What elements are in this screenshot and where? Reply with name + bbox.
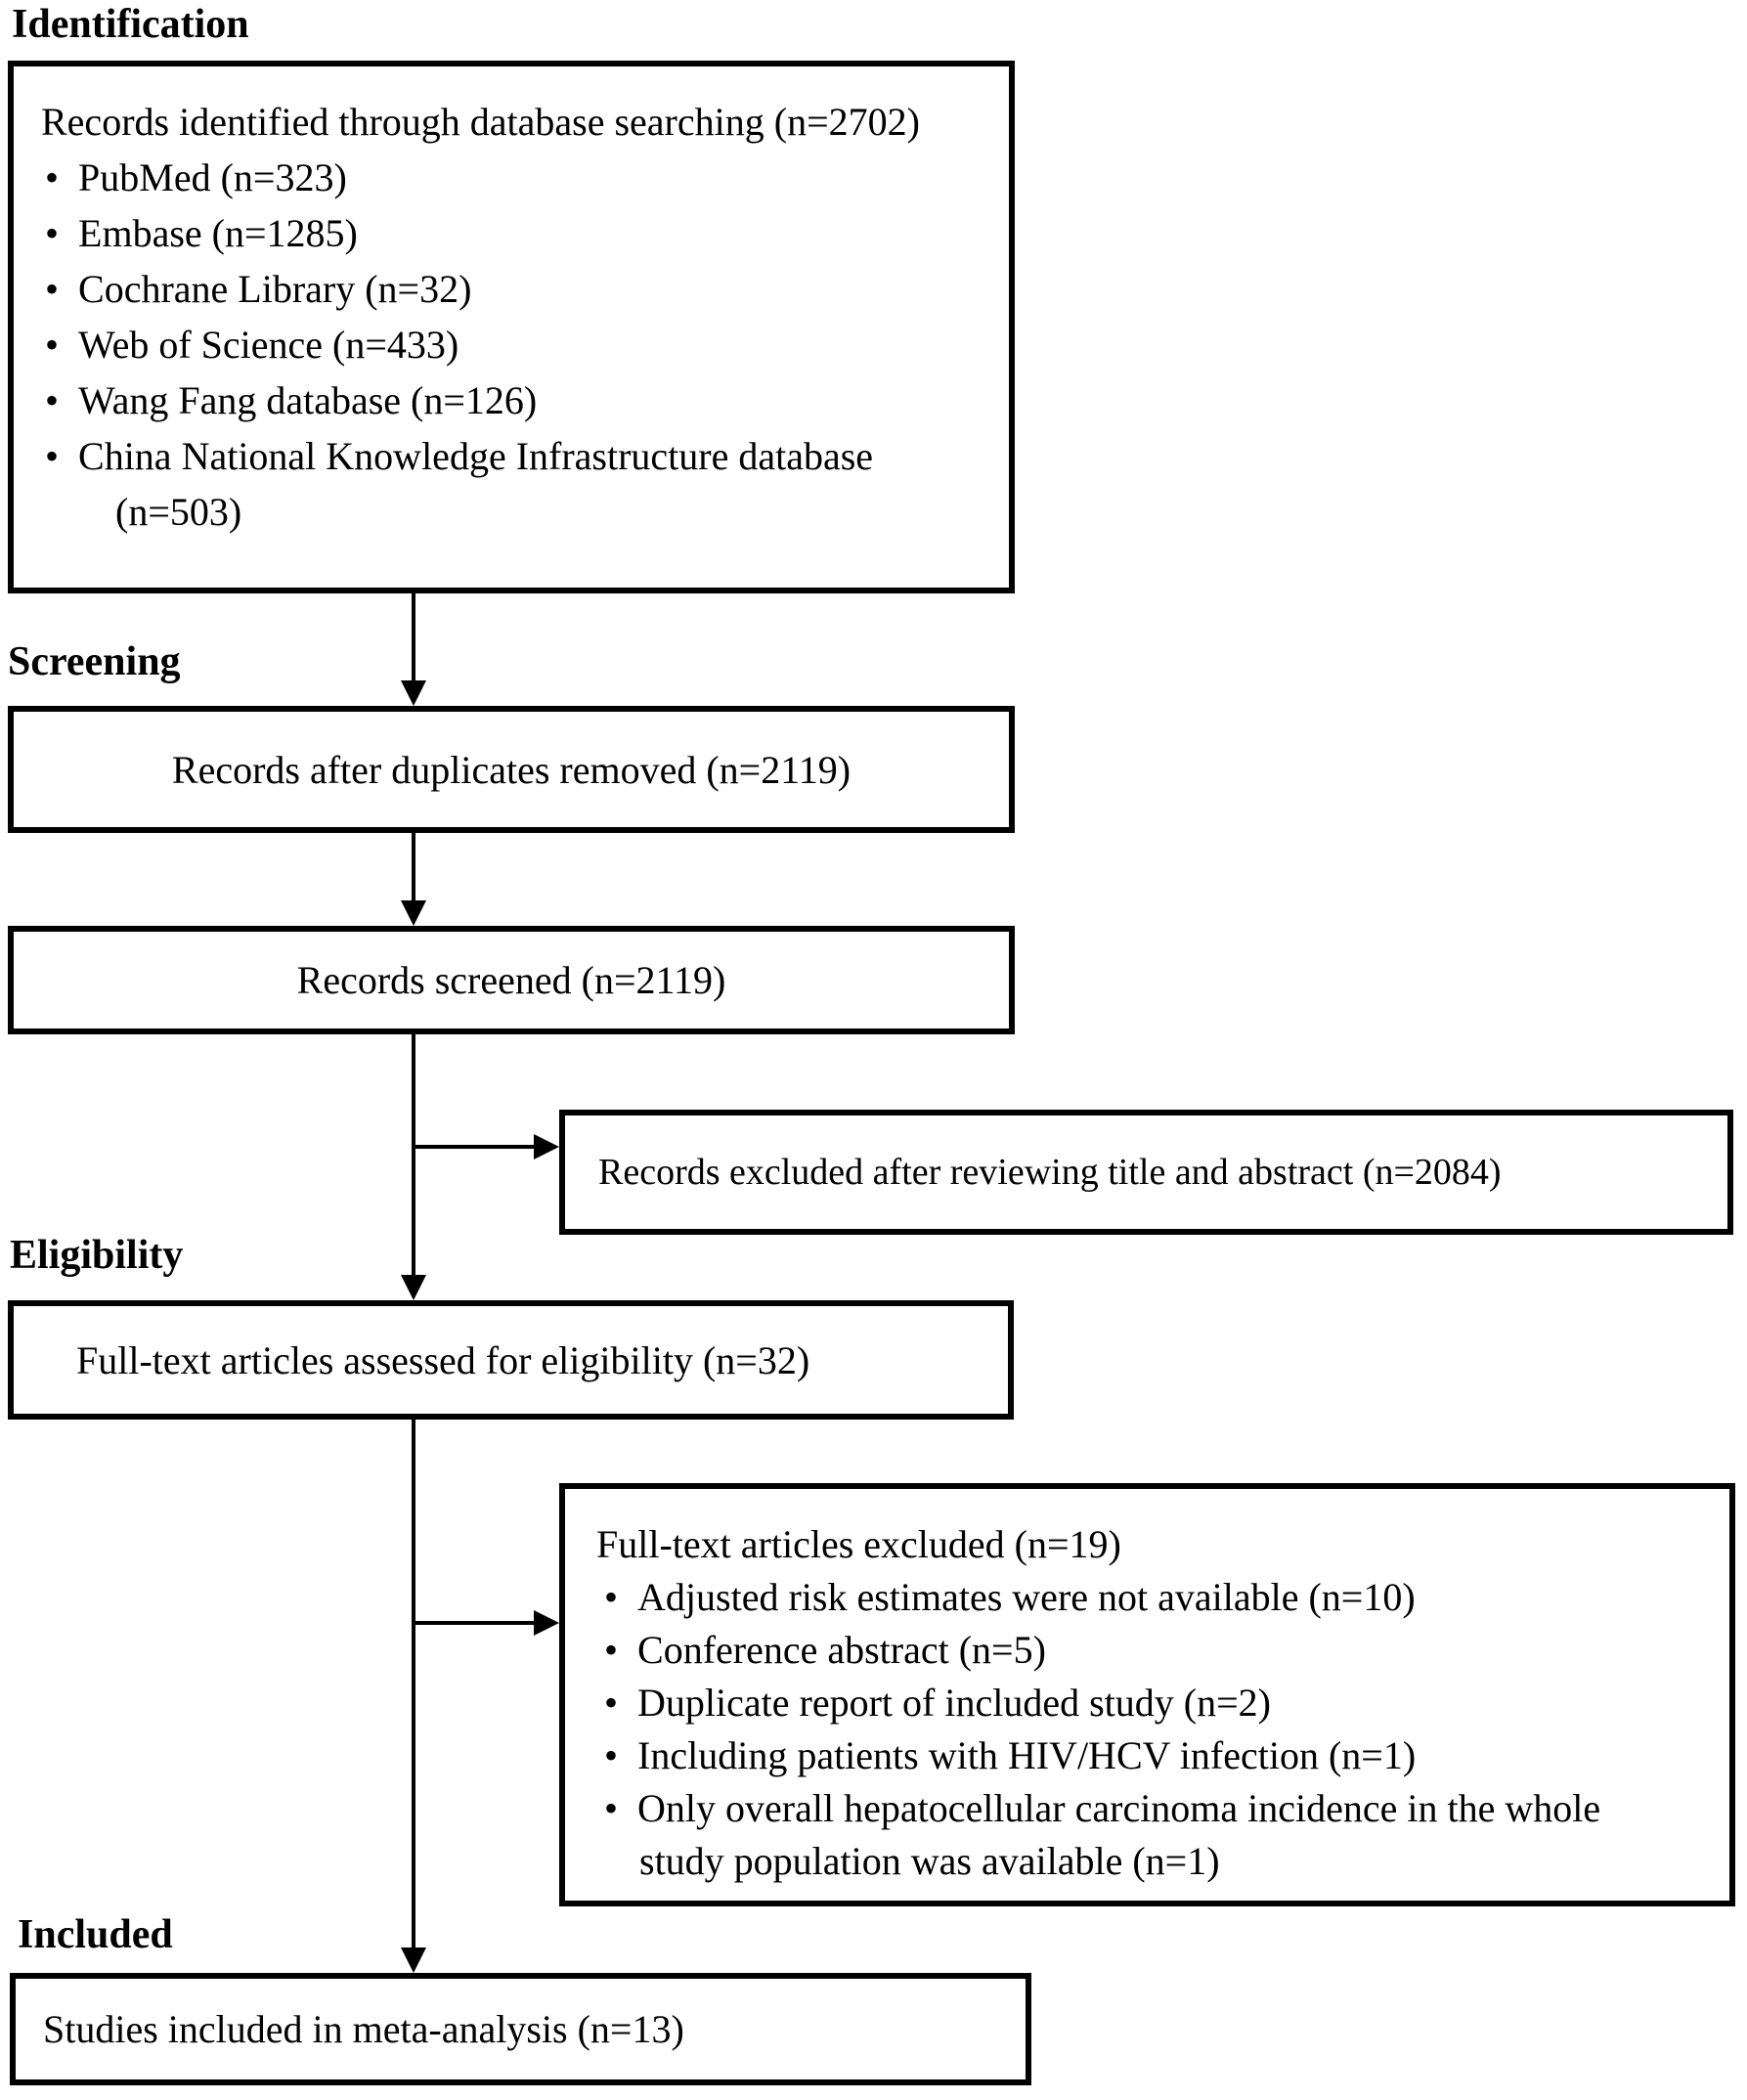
- list-item: PubMed (n=323): [41, 150, 970, 205]
- box-text: Records after duplicates removed (n=2119…: [171, 747, 852, 792]
- arrowhead-down-icon: [401, 680, 426, 706]
- database-source-list: PubMed (n=323) Embase (n=1285) Cochrane …: [41, 150, 970, 540]
- flow-arrow-line: [412, 593, 415, 682]
- list-item: Including patients with HIV/HCV infectio…: [596, 1729, 1675, 1782]
- arrowhead-right-icon: [534, 1610, 559, 1636]
- stage-label-identification: Identification: [12, 2, 249, 47]
- branch-arrow-line: [412, 1621, 534, 1625]
- box-title: Full-text articles excluded (n=19): [596, 1522, 1121, 1566]
- branch-arrow-line: [412, 1145, 534, 1149]
- list-item: Conference abstract (n=5): [596, 1624, 1675, 1677]
- list-item: Embase (n=1285): [41, 205, 970, 261]
- arrowhead-down-icon: [401, 900, 426, 926]
- flow-arrow-line: [412, 1034, 415, 1277]
- fulltext-excluded-box: Full-text articles excluded (n=19) Adjus…: [559, 1483, 1735, 1906]
- flow-arrow-line: [412, 1420, 415, 1949]
- flow-arrow-line: [412, 833, 415, 902]
- list-item: Web of Science (n=433): [41, 317, 970, 372]
- box-text: Studies included in meta-analysis (n=13): [43, 2007, 684, 2051]
- list-item: Duplicate report of included study (n=2): [596, 1677, 1675, 1729]
- arrowhead-down-icon: [401, 1275, 426, 1300]
- arrowhead-down-icon: [401, 1947, 426, 1973]
- list-item: Only overall hepatocellular carcinoma in…: [596, 1782, 1675, 1888]
- exclusion-reason-list: Adjusted risk estimates were not availab…: [596, 1571, 1675, 1888]
- records-excluded-box: Records excluded after reviewing title a…: [559, 1110, 1733, 1235]
- records-identified-box: Records identified through database sear…: [8, 61, 1015, 593]
- arrowhead-right-icon: [534, 1134, 559, 1159]
- box-text: Records excluded after reviewing title a…: [598, 1152, 1502, 1193]
- list-item: Adjusted risk estimates were not availab…: [596, 1571, 1675, 1624]
- box-text: Full-text articles assessed for eligibil…: [76, 1337, 810, 1382]
- stage-label-screening: Screening: [8, 639, 181, 684]
- stage-label-eligibility: Eligibility: [10, 1233, 184, 1278]
- list-item: China National Knowledge Infrastructure …: [41, 428, 970, 540]
- studies-included-box: Studies included in meta-analysis (n=13): [10, 1973, 1031, 2085]
- list-item: Wang Fang database (n=126): [41, 372, 970, 428]
- records-screened-box: Records screened (n=2119): [8, 926, 1015, 1034]
- stage-label-included: Included: [18, 1912, 173, 1957]
- duplicates-removed-box: Records after duplicates removed (n=2119…: [8, 706, 1015, 833]
- list-item: Cochrane Library (n=32): [41, 261, 970, 317]
- box-text: Records screened (n=2119): [296, 958, 726, 1002]
- fulltext-assessed-box: Full-text articles assessed for eligibil…: [8, 1300, 1014, 1420]
- box-title: Records identified through database sear…: [41, 100, 920, 144]
